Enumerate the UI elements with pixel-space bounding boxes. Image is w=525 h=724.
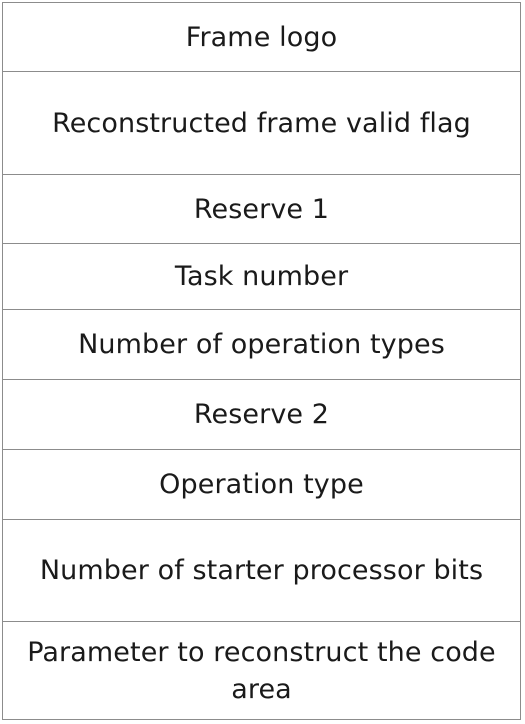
field-reserve-2: Reserve 2 [3, 380, 520, 450]
field-label: Number of starter processor bits [39, 555, 484, 586]
field-operation-type: Operation type [3, 450, 520, 520]
field-reserve-1: Reserve 1 [3, 175, 520, 244]
field-label: Reconstructed frame valid flag [52, 107, 471, 139]
field-label: Parameter to reconstruct the code area [27, 636, 496, 705]
field-label: Reserve 2 [193, 399, 330, 430]
field-label: Task number [174, 261, 349, 292]
field-label: Operation type [159, 469, 364, 500]
field-number-of-operation-types: Number of operation types [3, 310, 520, 380]
field-reconstructed-frame-valid-flag: Reconstructed frame valid flag [3, 72, 520, 175]
field-task-number: Task number [3, 244, 520, 310]
field-number-of-starter-processor-bits: Number of starter processor bits [3, 520, 520, 622]
field-label: Reserve 1 [193, 193, 330, 225]
field-frame-logo: Frame logo [3, 3, 520, 72]
field-label: Frame logo [185, 21, 338, 53]
field-parameter-to-reconstruct-code-area: Parameter to reconstruct the code area [3, 622, 520, 719]
field-label: Number of operation types [78, 329, 445, 360]
